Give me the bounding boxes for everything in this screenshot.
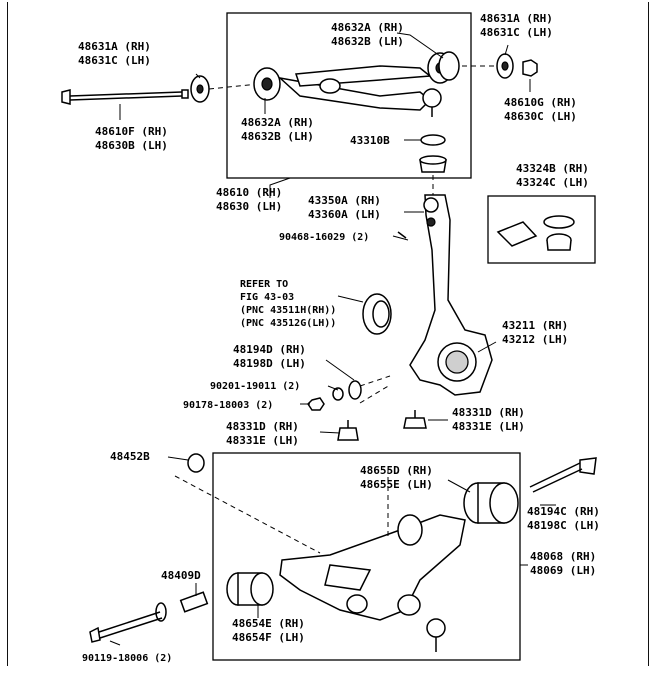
lower-arm-bolt-rear <box>529 457 597 493</box>
leader-line <box>477 341 497 353</box>
stopper-dash <box>174 475 321 554</box>
label-48654F: 48654F (LH) <box>232 631 305 644</box>
label-48632B-mid: 48632B (LH) <box>241 130 314 143</box>
label-48331E-right: 48331E (LH) <box>452 420 525 433</box>
upper-arm-nut <box>522 59 538 77</box>
kit-boot-lower <box>546 239 572 251</box>
leader-line <box>447 479 471 493</box>
bumper-left <box>337 427 359 441</box>
washer <box>332 387 344 401</box>
diagram-frame <box>7 2 649 666</box>
label-48198C: 48198C (LH) <box>527 519 600 532</box>
leader-line <box>327 385 339 391</box>
leader-line <box>319 431 341 434</box>
refer-line-4: (PNC 43512G(LH)) <box>240 318 336 329</box>
leader-line <box>269 177 291 198</box>
cam-washer-right-hole <box>501 61 509 71</box>
leader-line <box>109 640 121 646</box>
label-48632A-mid: 48632A (RH) <box>241 116 314 129</box>
refer-line-2: FIG 43-03 <box>240 292 294 303</box>
lower-bushing-rear-end <box>489 482 519 524</box>
label-48655E: 48655E (LH) <box>360 478 433 491</box>
label-48631A-left: 48631A (RH) <box>78 40 151 53</box>
ball-joint-boot-top <box>419 155 447 165</box>
label-48610F: 48610F (RH) <box>95 125 168 138</box>
label-48655D: 48655D (RH) <box>360 464 433 477</box>
label-48069: 48069 (LH) <box>530 564 596 577</box>
hub-bearing-inner <box>372 300 390 328</box>
label-48630B: 48630B (LH) <box>95 139 168 152</box>
label-48630: 48630 (LH) <box>216 200 282 213</box>
label-48452B: 48452B <box>110 450 150 463</box>
label-48632A-top: 48632A (RH) <box>331 21 404 34</box>
upper-arm-group-box <box>226 12 472 179</box>
upper-control-arm <box>253 52 453 117</box>
ball-joint-clip <box>420 134 446 146</box>
snap-ring-icon <box>543 215 575 229</box>
label-43212: 43212 (LH) <box>502 333 568 346</box>
cam-washer-left-hole <box>196 84 204 94</box>
label-48068: 48068 (RH) <box>530 550 596 563</box>
upper-arm-bolt <box>61 89 189 105</box>
label-48198D: 48198D (LH) <box>233 357 306 370</box>
leader-line <box>195 73 201 79</box>
label-48194C: 48194C (RH) <box>527 505 600 518</box>
label-43350A: 43350A (RH) <box>308 194 381 207</box>
label-48409D: 48409D <box>161 569 201 582</box>
label-48610G: 48610G (RH) <box>504 96 577 109</box>
bolt-path-dash <box>208 83 259 90</box>
lower-arm-group-box <box>212 452 521 661</box>
knuckle-mid-dash <box>359 384 391 404</box>
cotter-pin <box>397 231 407 239</box>
label-48194D: 48194D (RH) <box>233 343 306 356</box>
label-90178: 90178-18003 (2) <box>183 400 273 411</box>
stopper-48452B <box>187 453 205 473</box>
label-43324C: 43324C (LH) <box>516 176 589 189</box>
label-48610: 48610 (RH) <box>216 186 282 199</box>
leader-line <box>396 32 444 59</box>
leader-line <box>392 235 409 241</box>
bumper-right <box>403 417 427 429</box>
label-48630C: 48630C (LH) <box>504 110 577 123</box>
lower-bushing-front-end <box>250 572 274 606</box>
leader-line <box>504 44 509 56</box>
cam-dash <box>359 375 391 387</box>
label-43211: 43211 (RH) <box>502 319 568 332</box>
label-48331E-left: 48331E (LH) <box>226 434 299 447</box>
cam-plate <box>348 380 362 400</box>
lower-arm-front-bolt <box>89 611 163 643</box>
nut-90178 <box>307 397 325 411</box>
label-90468: 90468-16029 (2) <box>279 232 369 243</box>
label-48331D-right: 48331D (RH) <box>452 406 525 419</box>
boot-kit-box <box>487 195 596 264</box>
lower-control-arm <box>279 514 466 652</box>
leader-line <box>325 359 355 381</box>
label-48654E: 48654E (RH) <box>232 617 305 630</box>
label-43324B: 43324B (RH) <box>516 162 589 175</box>
label-90119: 90119-18006 (2) <box>82 653 172 664</box>
lower-arm-cam-bolt <box>155 591 209 622</box>
grease-pack-icon <box>496 221 538 247</box>
label-48632B-top: 48632B (LH) <box>331 35 404 48</box>
upper-bushing-right <box>438 51 460 81</box>
steering-knuckle <box>409 194 493 396</box>
label-48631C-right: 48631C (LH) <box>480 26 553 39</box>
label-48631A-right: 48631A (RH) <box>480 12 553 25</box>
label-90201: 90201-19011 (2) <box>210 381 300 392</box>
label-48631C-left: 48631C (LH) <box>78 54 151 67</box>
refer-line-1: REFER TO <box>240 279 288 290</box>
label-43310B: 43310B <box>350 134 390 147</box>
refer-line-3: (PNC 43511H(RH)) <box>240 305 336 316</box>
label-43360A: 43360A (LH) <box>308 208 381 221</box>
label-48331D-left: 48331D (RH) <box>226 420 299 433</box>
